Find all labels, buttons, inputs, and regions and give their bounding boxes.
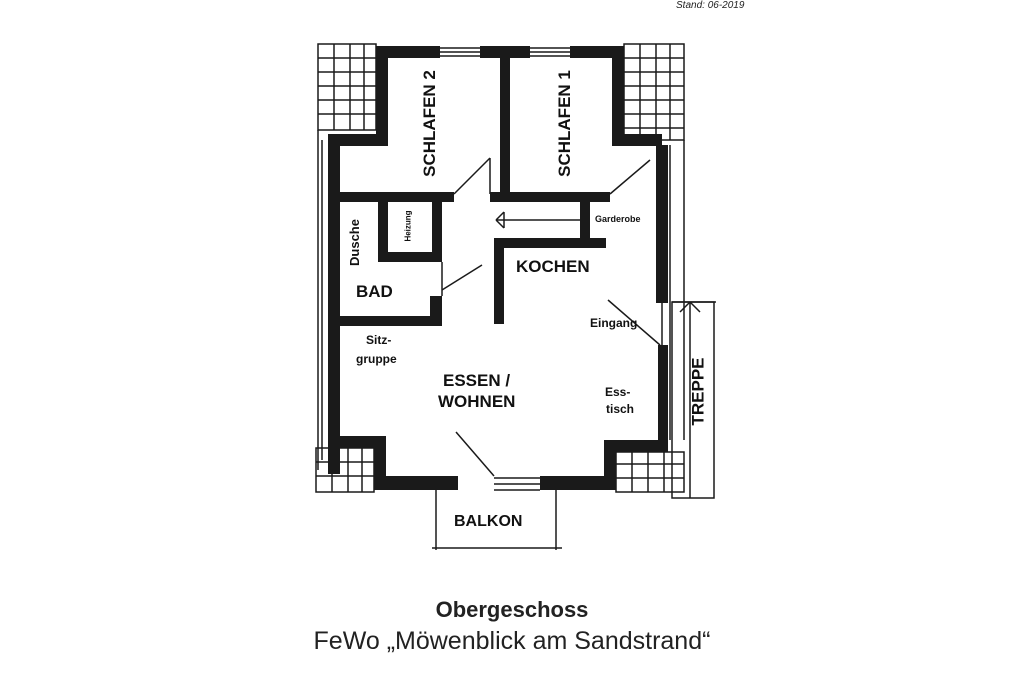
room-label-sitzgruppe-line2: gruppe	[356, 352, 397, 366]
room-label-esstisch-line1: Ess-	[605, 385, 631, 399]
revision-date: Stand: 06-2019	[676, 0, 745, 11]
property-name: FeWo „Möwenblick am Sandstrand“	[313, 627, 711, 655]
room-label-wohnen: WOHNEN	[438, 392, 516, 411]
room-label-dusche: Dusche	[346, 219, 362, 266]
room-label-heizung: Heizung	[403, 210, 413, 242]
room-label-esstisch-line2: tisch	[606, 402, 635, 416]
room-label-eingang: Eingang	[590, 316, 638, 330]
room-label-sitzgruppe-line1: Sitz-	[366, 333, 392, 347]
room-label-schlafen1: SCHLAFEN 1	[554, 70, 574, 177]
thin-lines	[315, 43, 716, 550]
floor-title: Obergeschoss	[435, 597, 589, 622]
room-label-kochen: KOCHEN	[516, 257, 590, 276]
room-label-treppe: TREPPE	[688, 357, 708, 426]
room-label-essen: ESSEN /	[443, 371, 511, 390]
room-label-balkon: BALKON	[454, 513, 523, 530]
room-label-schlafen2: SCHLAFEN 2	[419, 70, 439, 177]
room-label-garderobe: Garderobe	[595, 214, 641, 224]
room-label-bad: BAD	[356, 282, 393, 301]
thick-walls	[328, 46, 668, 490]
